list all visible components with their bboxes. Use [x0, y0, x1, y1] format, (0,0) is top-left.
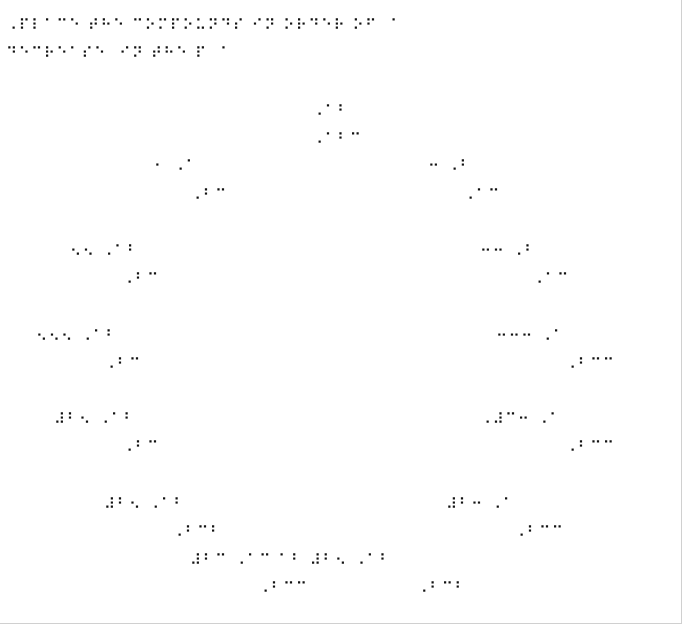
cycle-upper-left-line-2: ⠠⠃⠉: [190, 186, 228, 204]
cycle-mid-left-2-line-1: ⠢⠢⠢ ⠠⠁⠃: [36, 327, 118, 345]
cycle-upper-left-line-1: ⠂ ⠠⠁: [154, 157, 199, 175]
footer-line-1: ⠼⠃⠉ ⠠⠁⠉ ⠁⠃ ⠼⠃⠢ ⠠⠁⠃: [190, 551, 392, 569]
heading-line-2: ⠙⠑⠉⠗⠑⠁⠎⠑⠀⠊⠝ ⠞⠓⠑ ⠏⠀⠁: [6, 44, 233, 62]
cycle-mid-left-1-line-2: ⠠⠃⠉: [122, 270, 160, 288]
cycle-lower-right-line-2: ⠠⠃⠉⠉: [565, 438, 616, 456]
cycle-bottom-left-line-2: ⠠⠃⠉⠃: [172, 523, 223, 541]
cycle-mid-right-2-line-2: ⠠⠃⠉⠉: [565, 355, 616, 373]
cycle-mid-left-1-line-1: ⠢⠢ ⠠⠁⠃: [70, 242, 140, 260]
heading-line-1: ⠠⠏⠇⠁⠉⠑ ⠞⠓⠑ ⠉⠕⠍⠏⠕⠥⠝⠙⠎ ⠊⠝ ⠕⠗⠙⠑⠗ ⠕⠋⠀⠁: [6, 16, 403, 34]
cycle-bottom-left-line-1: ⠼⠃⠢ ⠠⠁⠃: [104, 495, 186, 513]
cycle-lower-right-line-1: ⠠⠼⠉⠒ ⠠⠁: [480, 410, 562, 428]
cycle-mid-left-2-line-2: ⠠⠃⠉: [104, 355, 142, 373]
cycle-top-line-1: ⠠⠁⠃: [312, 102, 350, 120]
cycle-upper-right-line-1: ⠒ ⠠⠃: [428, 157, 473, 175]
cycle-bottom-right-line-1: ⠼⠃⠒ ⠠⠁: [446, 495, 516, 513]
cycle-mid-right-1-line-2: ⠠⠁⠉: [532, 270, 570, 288]
cycle-upper-right-line-2: ⠠⠁⠉: [463, 186, 501, 204]
cycle-mid-right-1-line-1: ⠒⠒ ⠠⠃: [480, 242, 537, 260]
cycle-top-line-2: ⠠⠁⠃⠉: [312, 130, 363, 148]
cycle-mid-right-2-line-1: ⠒⠒⠒ ⠠⠁: [496, 327, 566, 345]
cycle-bottom-right-line-2: ⠠⠃⠉⠉: [514, 523, 565, 541]
footer-line-2: ⠠⠃⠉⠉ ⠠⠃⠉⠃: [258, 579, 467, 597]
cycle-lower-left-line-2: ⠠⠃⠉: [122, 438, 160, 456]
cycle-lower-left-line-1: ⠼⠃⠢ ⠠⠁⠃: [54, 410, 136, 428]
